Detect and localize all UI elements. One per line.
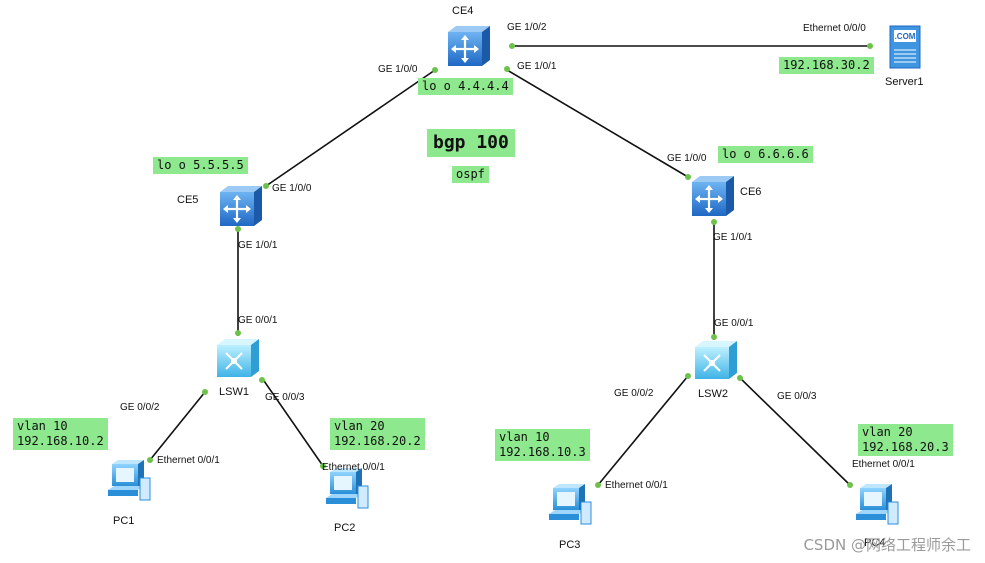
port-dot: [737, 375, 743, 381]
ce6-loopback-note: lo o 6.6.6.6: [718, 146, 813, 163]
port-label: Ethernet 0/0/1: [322, 462, 385, 473]
port-dot: [320, 463, 326, 469]
port-dot: [259, 377, 265, 383]
ce5-label: CE5: [177, 194, 198, 206]
link-lsw2-pc3: [597, 375, 689, 486]
port-label: GE 1/0/0: [272, 183, 312, 194]
port-dot: [867, 43, 873, 49]
pc3[interactable]: [548, 483, 592, 525]
router-icon: [690, 174, 736, 218]
link-lsw1-pc2: [261, 377, 324, 467]
link-lsw1-pc1: [149, 391, 206, 461]
pc-icon: [325, 467, 369, 509]
port-dot: [202, 389, 208, 395]
port-dot: [504, 66, 510, 72]
pc1[interactable]: [107, 459, 151, 501]
ce4-loopback-note: lo o 4.4.4.4: [418, 78, 513, 95]
router-ce6[interactable]: [690, 174, 736, 218]
switch-lsw1[interactable]: [216, 338, 260, 378]
pc3-label: PC3: [559, 539, 580, 551]
port-label: Ethernet 0/0/1: [157, 455, 220, 466]
port-label: GE 0/0/3: [265, 392, 305, 403]
lsw2-label: LSW2: [698, 388, 728, 400]
port-label: GE 1/0/1: [238, 240, 278, 251]
port-dot: [595, 482, 601, 488]
port-label: GE 1/0/1: [713, 232, 753, 243]
pc1-ip-note: vlan 10 192.168.10.2: [13, 418, 108, 450]
port-dot: [685, 373, 691, 379]
pc2-ip-note: vlan 20 192.168.20.2: [330, 418, 425, 450]
pc-icon: [855, 483, 899, 525]
link-ce4-ce6: [506, 69, 689, 178]
link-lsw2-pc4: [737, 375, 851, 486]
bgp-note: bgp 100: [427, 129, 515, 157]
lsw1-label: LSW1: [219, 386, 249, 398]
port-label: GE 1/0/0: [667, 153, 707, 164]
link-ce4-ce5: [265, 69, 436, 187]
port-dot: [263, 183, 269, 189]
port-dot: [711, 334, 717, 340]
server-badge: .COM: [895, 32, 916, 41]
ce6-label: CE6: [740, 186, 761, 198]
pc-icon: [548, 483, 592, 525]
port-dot: [235, 226, 241, 232]
ce4-label: CE4: [452, 5, 473, 17]
port-dot: [235, 330, 241, 336]
router-icon: [446, 24, 492, 68]
port-label: GE 0/0/1: [238, 315, 278, 326]
pc2[interactable]: [325, 467, 369, 509]
port-label: GE 1/0/1: [517, 61, 557, 72]
port-label: GE 0/0/1: [714, 318, 754, 329]
router-icon: [218, 184, 264, 228]
switch-lsw2[interactable]: [694, 340, 738, 380]
port-dot: [711, 219, 717, 225]
pc4[interactable]: [855, 483, 899, 525]
router-ce4[interactable]: [446, 24, 492, 68]
switch-icon: [216, 338, 260, 378]
server1-label: Server1: [885, 76, 924, 88]
port-dot: [147, 457, 153, 463]
pc2-label: PC2: [334, 522, 355, 534]
port-label: GE 0/0/2: [120, 402, 160, 413]
port-label: Ethernet 0/0/1: [605, 480, 668, 491]
pc4-label: PC4: [864, 537, 885, 549]
watermark: CSDN @网络工程师余工: [803, 536, 971, 554]
pc1-label: PC1: [113, 515, 134, 527]
links: [149, 45, 870, 486]
router-ce5[interactable]: [218, 184, 264, 228]
port-dots: [147, 43, 873, 488]
port-label: GE 0/0/3: [777, 391, 817, 402]
port-label: GE 0/0/2: [614, 388, 654, 399]
port-dot: [509, 43, 515, 49]
server-badge-bg: [894, 30, 916, 42]
ce5-loopback-note: lo o 5.5.5.5: [153, 157, 248, 174]
pc3-ip-note: vlan 10 192.168.10.3: [495, 429, 590, 461]
port-label: Ethernet 0/0/0: [803, 23, 866, 34]
switch-icon: [694, 340, 738, 380]
port-dot: [847, 482, 853, 488]
port-dot: [432, 67, 438, 73]
port-label: GE 1/0/0: [378, 64, 418, 75]
ospf-note: ospf: [452, 166, 489, 183]
server1[interactable]: .COM: [889, 25, 921, 69]
port-dot: [685, 174, 691, 180]
port-label: GE 1/0/2: [507, 22, 547, 33]
port-label: Ethernet 0/0/1: [852, 459, 915, 470]
pc4-ip-note: vlan 20 192.168.20.3: [858, 424, 953, 456]
pc-icon: [107, 459, 151, 501]
server-ip-note: 192.168.30.2: [779, 57, 874, 74]
